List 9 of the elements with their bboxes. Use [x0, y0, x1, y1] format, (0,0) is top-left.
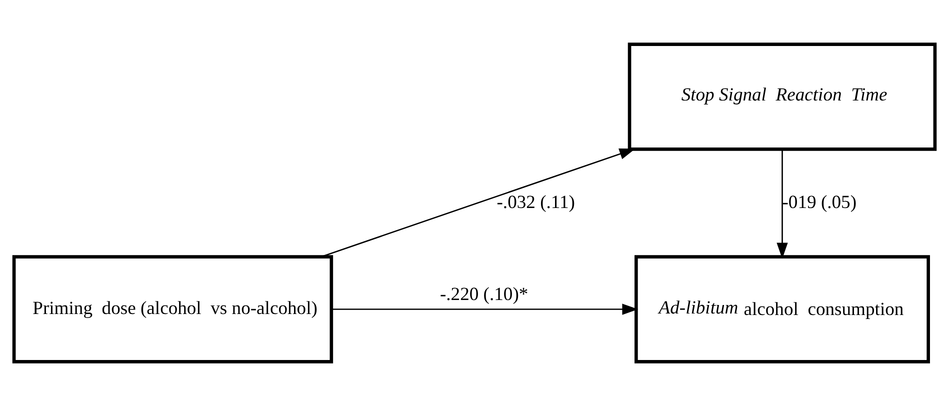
node-box: Ad-libitum alcohol consumption [634, 254, 930, 363]
arrow [776, 148, 788, 258]
edge-label: -019 (.05) [782, 191, 857, 212]
arrow [332, 303, 638, 314]
node-box: Priming dose (alcohol vs no-alcohol) [12, 254, 334, 363]
arrow [321, 148, 636, 257]
node-box: Stop Signal Reaction Time [628, 42, 937, 150]
edge-label: -.032 (.11) [496, 191, 575, 212]
edge-label: -.220 (.10)* [440, 284, 528, 305]
